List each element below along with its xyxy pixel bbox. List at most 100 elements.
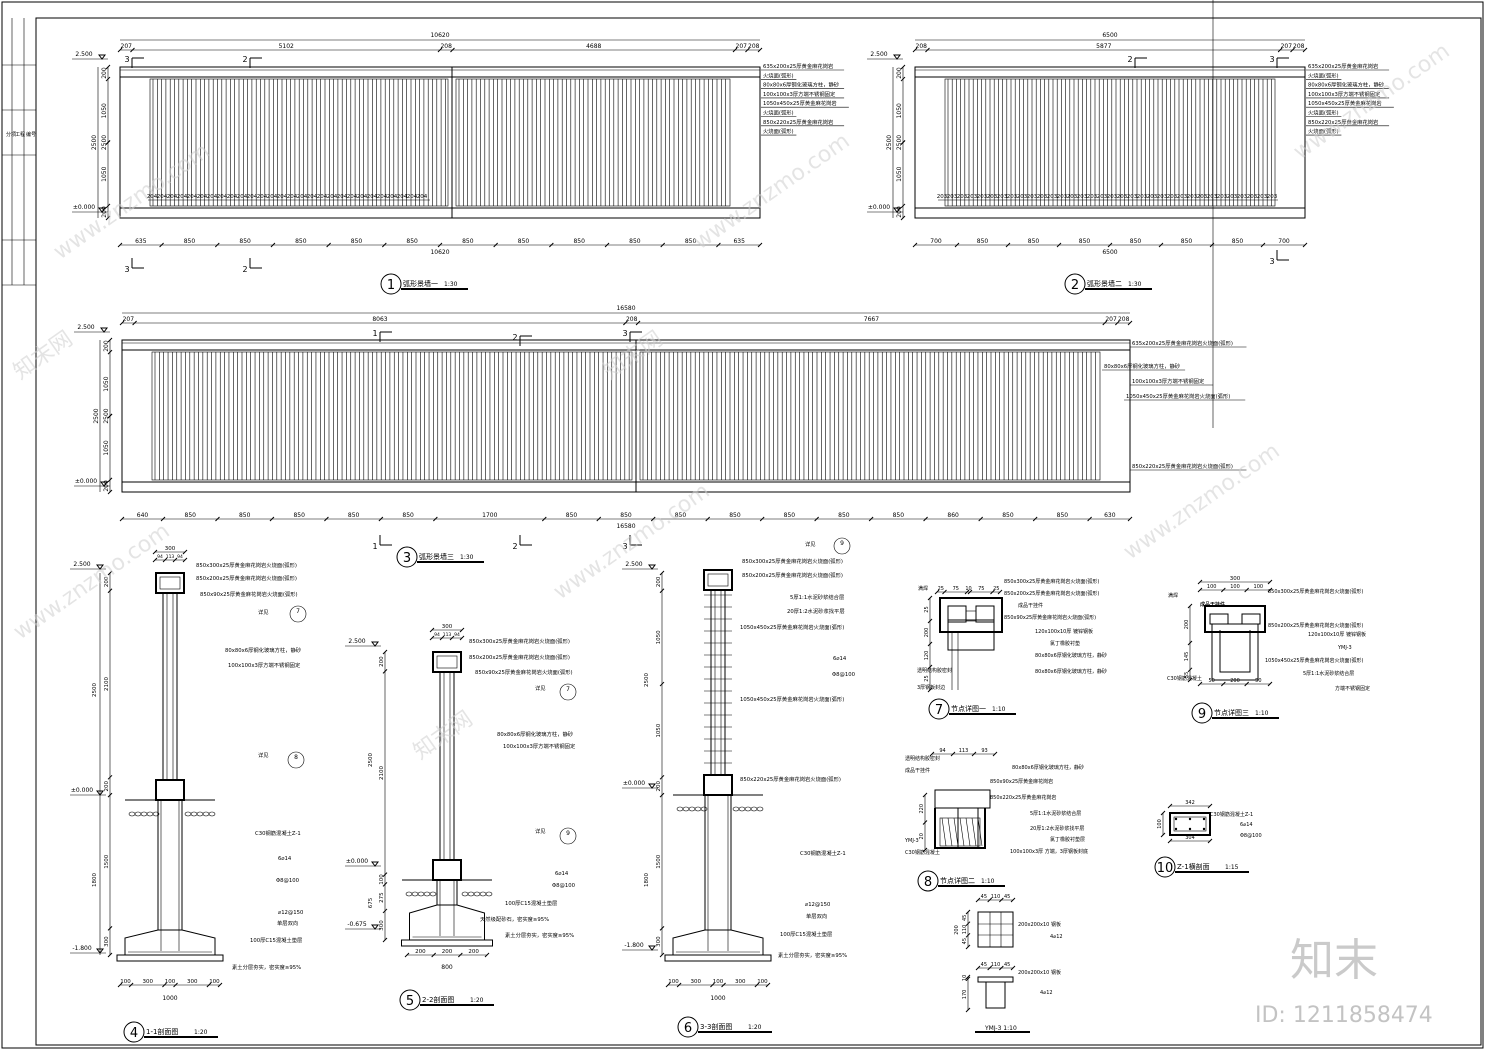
dim-tick (990, 589, 995, 595)
dimension-label: 25 (993, 586, 999, 592)
dimension-label: 45 (981, 894, 987, 900)
dim-tick (965, 974, 971, 980)
section-label: 2 (512, 542, 517, 551)
gravel (411, 891, 419, 897)
bar-spacing-label: 204 (247, 194, 258, 200)
material-note: 635x200x25厚黄金麻花岗岩 (1308, 62, 1378, 70)
gravel (738, 806, 746, 812)
bar-spacing-label: 204 (417, 194, 428, 200)
bar-spacing-label: 203 (1077, 194, 1088, 200)
dim-tick (105, 64, 111, 70)
glass-column (439, 671, 455, 861)
dimension-label: 850 (184, 238, 196, 245)
dimension-label: 640 (137, 512, 149, 519)
dim-tick (117, 982, 123, 988)
dimension-label: 100 (1254, 584, 1264, 590)
detail-ref-circle (287, 751, 305, 769)
dimension-label: 110 (962, 925, 968, 935)
level-marker (371, 641, 379, 647)
drawing-title: 节点详图一 (951, 704, 986, 713)
dimension-label: 300 (379, 920, 385, 931)
bar-spacing-label: 203 (1087, 194, 1098, 200)
glass-panel (639, 351, 1101, 481)
dimension-label: 208 (1293, 43, 1305, 50)
dimension-label: 300 (735, 979, 746, 985)
dim-tick (1102, 320, 1108, 326)
dim-tick (665, 982, 671, 988)
drawing-number: 1 (387, 278, 395, 293)
dim-tick (635, 320, 641, 326)
concrete-pier (704, 794, 732, 931)
bar-spacing-label: 203 (1057, 194, 1068, 200)
dim-tick (975, 897, 981, 903)
dim-tick (1087, 516, 1092, 522)
bar-spacing-label: 204 (177, 194, 188, 200)
dim-tick (975, 965, 981, 971)
drawing-title: 弧形景墙二 (1087, 279, 1122, 288)
bar-spacing-label: 203 (1217, 194, 1228, 200)
material-note: 氯丁橡胶衬垫层 (1050, 836, 1085, 843)
drawing-scale: 1:20 (748, 1024, 762, 1031)
dim-tick (757, 242, 763, 248)
dimension-label: 75 (953, 586, 959, 592)
detail-ref: 9 (566, 830, 570, 837)
dimension-label: 20 (919, 833, 925, 839)
dimension-label: 100 (120, 979, 131, 985)
dimension-label: 200 (415, 949, 426, 955)
material-note: 满焊 (1168, 592, 1178, 599)
material-note: 1050x450x25厚黄金麻花岗岩火烧面(弧形) (740, 623, 844, 631)
dim-tick (927, 641, 933, 647)
drawing-number: 2 (1071, 278, 1079, 293)
dim-tick (107, 570, 113, 576)
dim-tick (705, 516, 711, 522)
dim-tick (117, 47, 123, 53)
dimension-label: 45 (962, 915, 968, 921)
dim-tick (1167, 838, 1173, 844)
dim-tick (541, 516, 547, 522)
dim-tick (765, 982, 771, 988)
bar-spacing-label: 204 (217, 194, 228, 200)
gravel (146, 811, 154, 817)
material-note: 120x100x10厚 镀锌钢板 (1035, 628, 1093, 635)
dim-tick (604, 242, 610, 248)
dim-tick (107, 349, 113, 355)
material-note: 80x80x6厚钢化玻璃方柱，静砂 (1308, 81, 1385, 89)
material-note: 1050x450x25厚黄金麻花岗岩 (1308, 99, 1382, 107)
watermark-id: ID: 1211858474 (1255, 1003, 1433, 1028)
material-note: 详见 (805, 540, 816, 548)
dim-tick (992, 751, 998, 757)
material-note: 1050x450x25厚黄金麻花岗岩 (763, 99, 837, 107)
material-note: 1050x450x25厚黄金麻花岗岩火烧面(弧形) (740, 695, 844, 703)
dimension-label: 850 (1028, 238, 1040, 245)
bar-spacing-label: 203 (1247, 194, 1258, 200)
material-note: 火烧面(弧形) (763, 71, 794, 79)
drawing-scale: 1:30 (444, 281, 458, 288)
dim-tick (716, 242, 721, 248)
level-label: 2.500 (77, 324, 94, 331)
dim-tick (922, 792, 928, 798)
capital-stone (939, 597, 1003, 633)
dim-tick (987, 897, 993, 903)
dimension-label: 850 (462, 238, 474, 245)
dim-tick (433, 516, 438, 522)
bar-spacing-label: 203 (1237, 194, 1248, 200)
gravel (208, 811, 216, 817)
bar-spacing-label: 203 (1007, 194, 1018, 200)
drawing-scale: 1:20 (470, 997, 484, 1004)
level-label: -0.675 (347, 921, 367, 928)
dim-tick (119, 320, 125, 326)
dim-tick (182, 557, 188, 563)
dimension-label: 850 (293, 512, 305, 519)
hatch (965, 817, 971, 847)
base-stone (957, 807, 979, 849)
dimension-label: 200 (104, 780, 110, 791)
dimension-label: 200 (442, 949, 453, 955)
bar-spacing-label: 203 (1207, 194, 1218, 200)
drawing-number: 3 (403, 551, 411, 566)
dimension-label: 45 (1004, 962, 1010, 968)
level-label: 2.500 (348, 638, 365, 645)
dimension-label: 25 (924, 606, 930, 612)
dimension-label: 850 (573, 238, 585, 245)
bar-spacing-label: 204 (357, 194, 368, 200)
